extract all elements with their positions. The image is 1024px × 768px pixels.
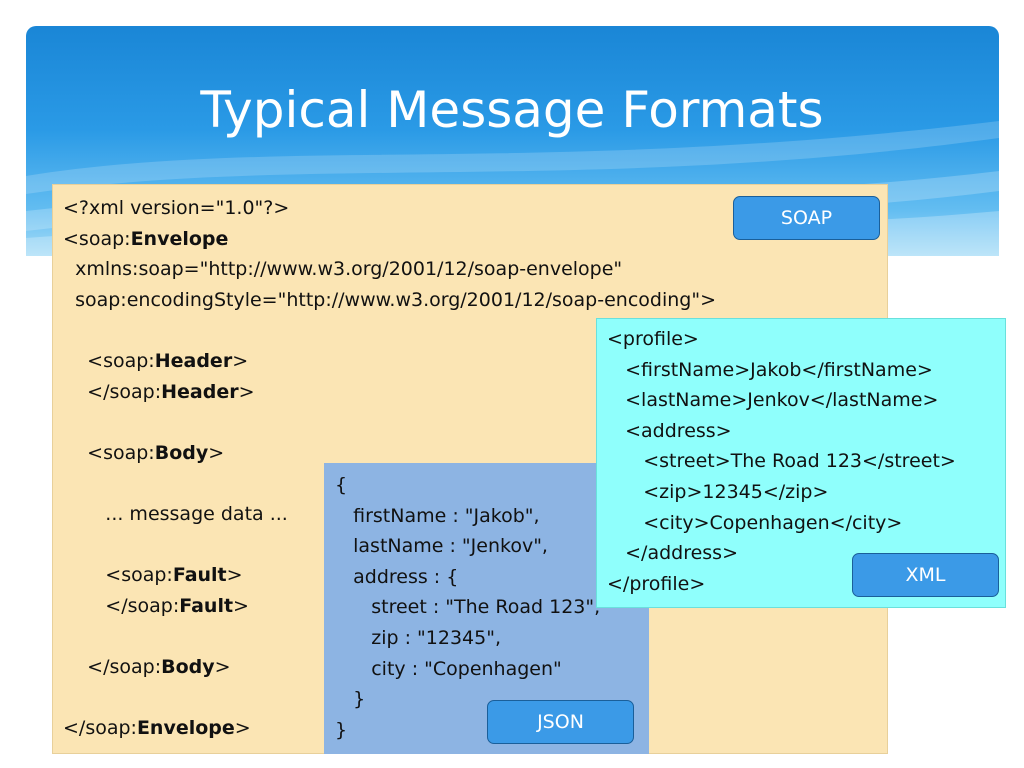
xml-code-line: <zip>12345</zip> bbox=[607, 480, 829, 503]
soap-code-text: </soap: bbox=[63, 717, 137, 740]
soap-code-text: > bbox=[234, 717, 251, 740]
soap-code-text: > bbox=[226, 564, 243, 587]
soap-code-line: xmlns:soap="http://www.w3.org/2001/12/so… bbox=[63, 258, 622, 280]
soap-code-text: xmlns:soap="http://www.w3.org/2001/12/so… bbox=[63, 258, 623, 281]
soap-element-name: Header bbox=[154, 349, 233, 372]
soap-element-name: Body bbox=[161, 655, 215, 678]
soap-code-line: <soap:Header> bbox=[63, 350, 248, 372]
soap-code-text: <soap: bbox=[63, 564, 173, 587]
soap-code-text: </soap: bbox=[63, 594, 180, 617]
soap-code-line: <?xml version="1.0"?> bbox=[63, 197, 289, 219]
json-code-line: street : "The Road 123", bbox=[335, 596, 601, 619]
xml-label-button: XML bbox=[852, 553, 999, 597]
json-code-line: } bbox=[335, 718, 348, 741]
soap-code-text: > bbox=[238, 380, 255, 403]
json-code-line: city : "Copenhagen" bbox=[335, 657, 562, 680]
soap-code-text: <soap: bbox=[63, 349, 155, 372]
soap-code-line: soap:encodingStyle="http://www.w3.org/20… bbox=[63, 289, 716, 311]
xml-code-block: <profile> <firstName>Jakob</firstName> <… bbox=[607, 324, 956, 599]
json-label-button: JSON bbox=[487, 700, 634, 744]
soap-code-line: <soap:Body> bbox=[63, 442, 224, 464]
soap-code-text: soap:encodingStyle="http://www.w3.org/20… bbox=[63, 288, 717, 311]
soap-code-text: > bbox=[232, 349, 249, 372]
slide-title: Typical Message Formats bbox=[200, 81, 824, 139]
xml-code-line: <street>The Road 123</street> bbox=[607, 450, 956, 473]
xml-code-line: </address> bbox=[607, 542, 739, 565]
json-code-line: } bbox=[335, 688, 366, 711]
xml-code-line: <firstName>Jakob</firstName> bbox=[607, 358, 933, 381]
xml-code-line: <city>Copenhagen</city> bbox=[607, 511, 903, 534]
xml-code-line: <profile> bbox=[607, 328, 699, 350]
soap-element-name: Fault bbox=[172, 564, 227, 587]
soap-element-name: Header bbox=[161, 380, 239, 403]
soap-code-text: > bbox=[233, 594, 249, 617]
soap-label-button: SOAP bbox=[733, 196, 880, 240]
json-code-line: firstName : "Jakob", bbox=[335, 504, 540, 527]
soap-code-line: </soap:Header> bbox=[63, 380, 255, 403]
soap-code-line: <soap:Fault> bbox=[63, 564, 243, 587]
soap-code-text: </soap: bbox=[63, 380, 162, 403]
soap-element-name: Fault bbox=[179, 594, 234, 617]
soap-code-line: ... message data ... bbox=[63, 503, 288, 525]
soap-code-text: ... message data ... bbox=[63, 502, 288, 525]
xml-code-line: <lastName>Jenkov</lastName> bbox=[607, 389, 939, 412]
soap-code-block: <?xml version="1.0"?> <soap:Envelope xml… bbox=[63, 193, 716, 744]
json-code-line: address : { bbox=[335, 565, 459, 588]
soap-element-name: Envelope bbox=[130, 227, 229, 250]
json-code-line: { bbox=[335, 474, 348, 496]
soap-code-line: </soap:Fault> bbox=[63, 595, 249, 617]
xml-code-line: <address> bbox=[607, 419, 732, 442]
soap-element-name: Envelope bbox=[136, 717, 235, 740]
json-code-block: { firstName : "Jakob", lastName : "Jenko… bbox=[335, 470, 600, 745]
soap-code-text: > bbox=[214, 655, 231, 678]
soap-code-line: </soap:Body> bbox=[63, 655, 231, 678]
soap-code-text: > bbox=[208, 441, 225, 464]
xml-code-line: </profile> bbox=[607, 572, 706, 595]
soap-code-line: <soap:Envelope bbox=[63, 228, 228, 250]
soap-code-line: </soap:Envelope> bbox=[63, 717, 251, 739]
soap-code-text: </soap: bbox=[63, 655, 162, 678]
soap-code-text: <?xml version="1.0"?> bbox=[63, 197, 290, 219]
json-code-line: zip : "12345", bbox=[335, 626, 501, 649]
soap-code-text: <soap: bbox=[63, 227, 131, 250]
soap-code-text: <soap: bbox=[63, 441, 155, 464]
json-code-line: lastName : "Jenkov", bbox=[335, 535, 548, 558]
soap-element-name: Body bbox=[154, 441, 209, 464]
